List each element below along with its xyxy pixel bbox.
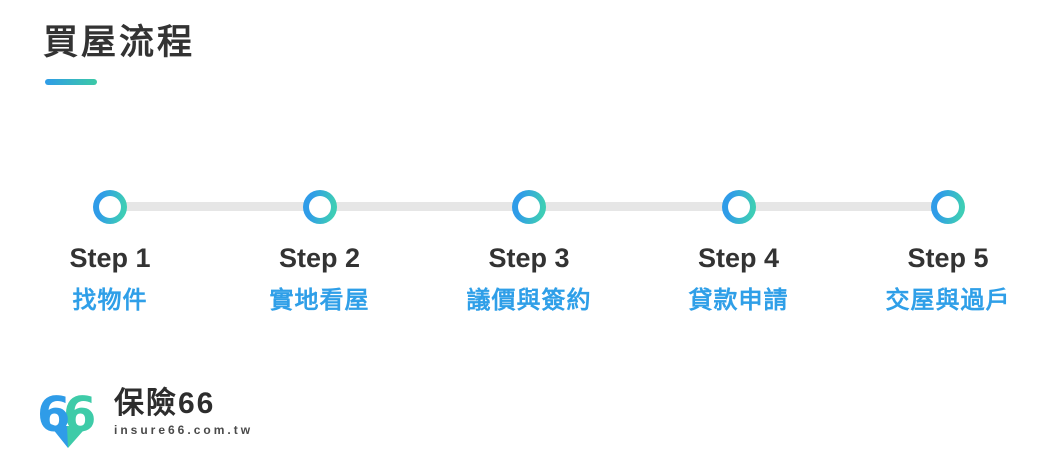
step-2-label: Step 2 (278, 243, 361, 273)
insure66-logo-icon: 6 6 (37, 387, 96, 448)
brand-footer: 6 6 保險66 insure66.com.tw (36, 378, 253, 450)
page-title: 買屋流程 (43, 23, 196, 62)
step-4-title: 貸款申請 (688, 287, 789, 314)
process-timeline: Step 1 找物件 Step 2 實地看屋 Step 3 議價與簽約 Step… (69, 0, 1010, 330)
step-2-circle-marker-icon (302, 190, 337, 224)
timeline-step-4: Step 4 貸款申請 (634, 190, 844, 313)
step-5-circle-center (937, 196, 959, 218)
timeline-step-5: Step 5 交屋與過戶 (843, 190, 1053, 313)
step-2-circle-center (308, 196, 331, 218)
step-1-label: Step 1 (69, 243, 151, 273)
step-3-circle-marker-icon (512, 190, 546, 224)
timeline-step-3: Step 3 議價與簽約 (424, 190, 634, 313)
step-4-label: Step 4 (697, 243, 780, 273)
step-5-title: 交屋與過戶 (885, 287, 1011, 314)
timeline-step-1: Step 1 找物件 (5, 190, 215, 313)
logo-digit-right: 6 (63, 387, 96, 443)
step-5-label: Step 5 (907, 243, 989, 273)
brand-name: 保險66 (114, 387, 216, 420)
logo-heart-left-wedge (48, 423, 69, 448)
logo-digit-left: 6 (37, 387, 70, 443)
step-4-circle-marker-icon (721, 190, 756, 224)
step-2-title: 實地看屋 (269, 287, 370, 314)
step-5-circle-marker-icon (931, 190, 965, 224)
step-1-circle-center (99, 196, 121, 218)
step-3-label: Step 3 (488, 243, 570, 273)
step-1-circle-marker-icon (93, 190, 127, 224)
brand-text-block: 保險66 insure66.com.tw (114, 378, 253, 437)
brand-domain: insure66.com.tw (114, 423, 254, 437)
step-1-title: 找物件 (72, 287, 148, 314)
timeline-step-2: Step 2 實地看屋 (215, 190, 425, 313)
logo-heart-right-wedge (67, 423, 90, 448)
step-3-circle-center (518, 196, 540, 218)
title-accent-underline (45, 79, 97, 85)
step-4-circle-center (727, 196, 750, 218)
step-3-title: 議價與簽約 (466, 287, 592, 314)
